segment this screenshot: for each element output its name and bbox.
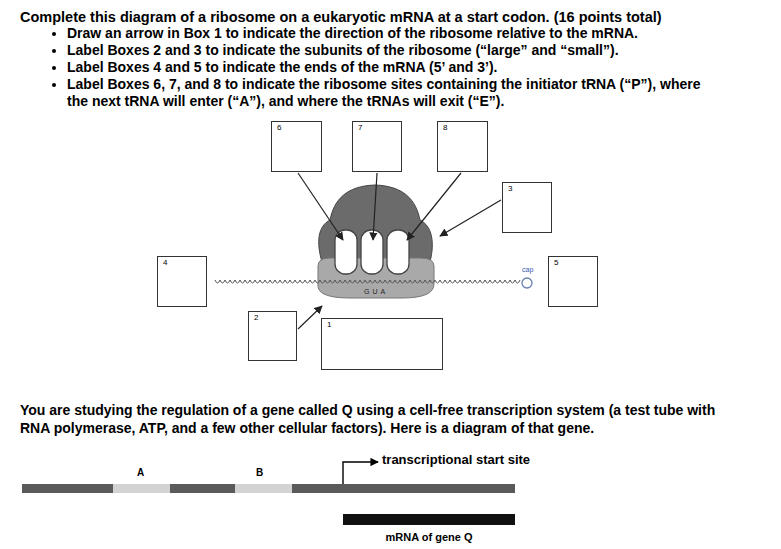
- leader-line: [298, 173, 343, 240]
- trna-sites: [335, 230, 409, 274]
- leader-line: [407, 173, 461, 240]
- answer-box: 3: [502, 182, 552, 233]
- instruction: Label Boxes 2 and 3 to indicate the subu…: [67, 42, 725, 59]
- leader-line: [373, 173, 377, 240]
- mrna-bar: [343, 514, 515, 525]
- leader-line: [440, 200, 501, 236]
- title: Complete this diagram of a ribosome on a…: [20, 8, 662, 26]
- answer-box: 1: [321, 318, 443, 370]
- start-site-label: transcriptional start site: [382, 452, 530, 468]
- region-label: B: [256, 467, 263, 479]
- answer-box: 6: [271, 121, 322, 172]
- callout-number: 8: [443, 123, 447, 133]
- callout-number: 4: [163, 258, 167, 268]
- instruction: Label Boxes 4 and 5 to indicate the ends…: [67, 59, 725, 76]
- start-site-arrow: [343, 462, 378, 484]
- region-b: [235, 484, 292, 493]
- trna-site: [361, 230, 383, 274]
- gene-bar: [22, 484, 515, 493]
- answer-box: 4: [157, 256, 207, 307]
- trna-site: [387, 230, 409, 274]
- instruction-list: Draw an arrow in Box 1 to indicate the d…: [20, 25, 725, 110]
- callout-number: 5: [554, 258, 558, 268]
- codon-label: GUA: [364, 288, 388, 296]
- region-a: [113, 484, 170, 493]
- callout-number: 6: [277, 123, 281, 133]
- region-label: A: [137, 467, 144, 479]
- leader-lines: [298, 173, 501, 329]
- leader-line: [298, 306, 322, 329]
- callout-number: 7: [358, 123, 362, 133]
- question-text: You are studying the regulation of a gen…: [20, 401, 725, 437]
- answer-box: 5: [548, 256, 598, 307]
- answer-box: 2: [248, 311, 297, 361]
- trna-site: [335, 230, 357, 274]
- mrna-strand: [215, 280, 520, 283]
- mrna-label: mRNA of gene Q: [386, 531, 473, 544]
- cap-label: cap: [522, 266, 533, 274]
- callout-number: 1: [327, 320, 331, 330]
- answer-box: 8: [437, 121, 488, 172]
- cap-symbol: [522, 278, 532, 288]
- gene-diagram: [22, 462, 515, 525]
- callout-number: 3: [508, 184, 512, 194]
- instruction: Draw an arrow in Box 1 to indicate the d…: [67, 25, 725, 42]
- instruction: Label Boxes 6, 7, and 8 to indicate the …: [67, 76, 725, 110]
- answer-box: 7: [352, 121, 402, 172]
- callout-number: 2: [254, 313, 258, 323]
